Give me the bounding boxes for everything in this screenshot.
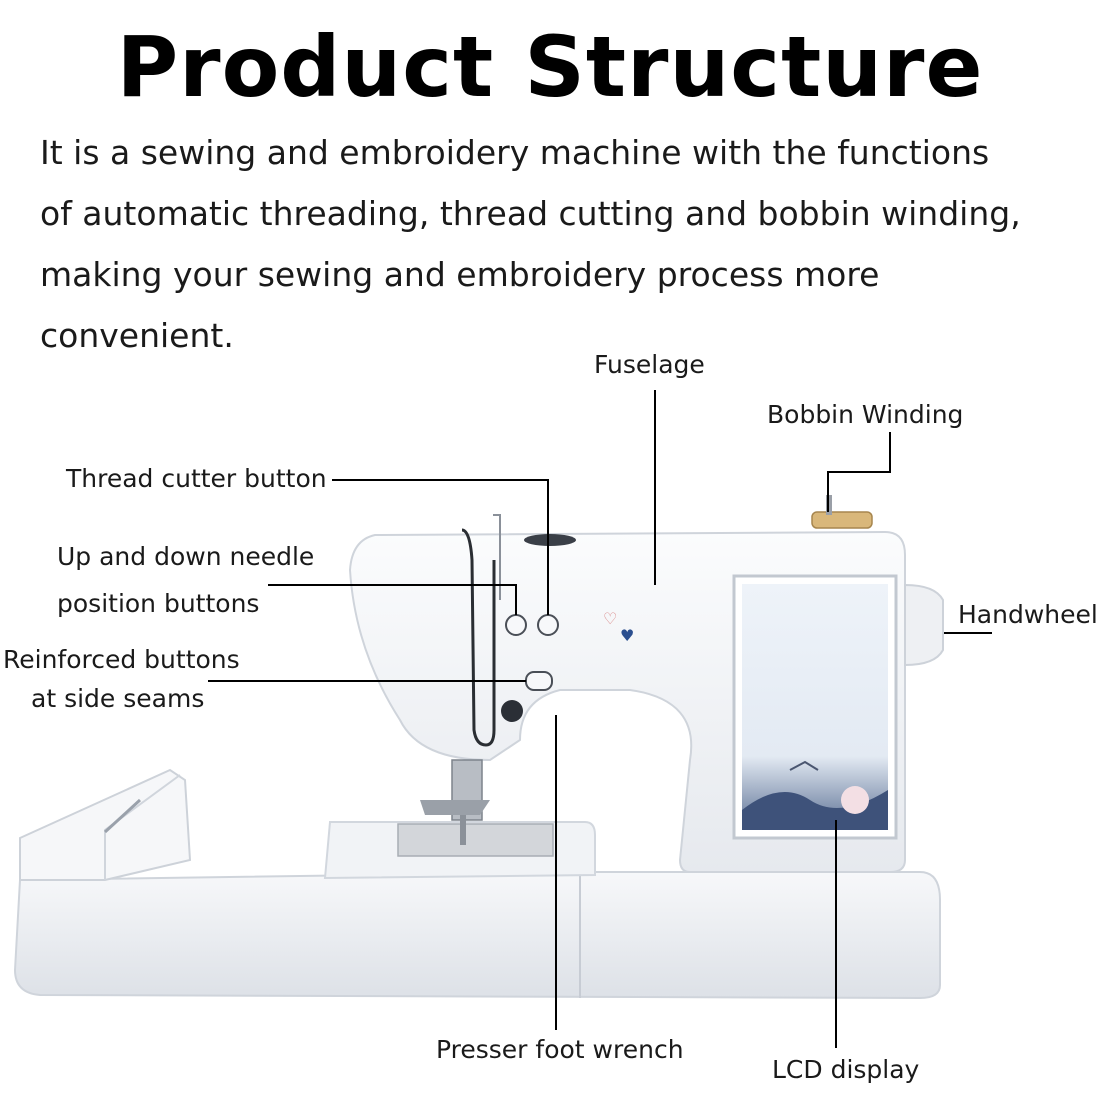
needle-plate: [397, 823, 554, 857]
page-title: Product Structure: [116, 18, 984, 116]
needle-position-button: [505, 614, 527, 636]
label-needle-position-1: Up and down needle: [57, 542, 315, 571]
start-button: [501, 700, 523, 722]
bobbin-winder: [811, 511, 873, 529]
description-line: It is a sewing and embroidery machine wi…: [40, 133, 990, 172]
description-line: of automatic threading, thread cutting a…: [40, 194, 1021, 233]
label-bobbin-winding: Bobbin Winding: [767, 400, 964, 429]
thread-cutter-button: [537, 614, 559, 636]
machine-bed: [13, 871, 941, 1000]
embroidery-arm: [19, 768, 192, 881]
lcd-screen: [742, 584, 888, 830]
label-reinforced-1: Reinforced buttons: [3, 645, 240, 674]
label-thread-cutter: Thread cutter button: [66, 464, 327, 493]
description: It is a sewing and embroidery machine wi…: [40, 122, 1080, 366]
label-lcd-display: LCD display: [772, 1055, 920, 1084]
svg-text:♡: ♡: [603, 609, 617, 628]
reinforce-button: [525, 671, 553, 691]
description-line: making your sewing and embroidery proces…: [40, 255, 880, 294]
leader-lines: [208, 390, 992, 1048]
label-fuselage: Fuselage: [594, 350, 705, 379]
svg-text:♥: ♥: [620, 626, 634, 645]
label-needle-position-2: position buttons: [57, 589, 260, 618]
label-reinforced-2: at side seams: [31, 684, 205, 713]
handwheel: [904, 583, 944, 667]
label-handwheel: Handwheel: [958, 600, 1098, 629]
label-presser-foot: Presser foot wrench: [436, 1035, 684, 1064]
description-line: convenient.: [40, 316, 234, 355]
